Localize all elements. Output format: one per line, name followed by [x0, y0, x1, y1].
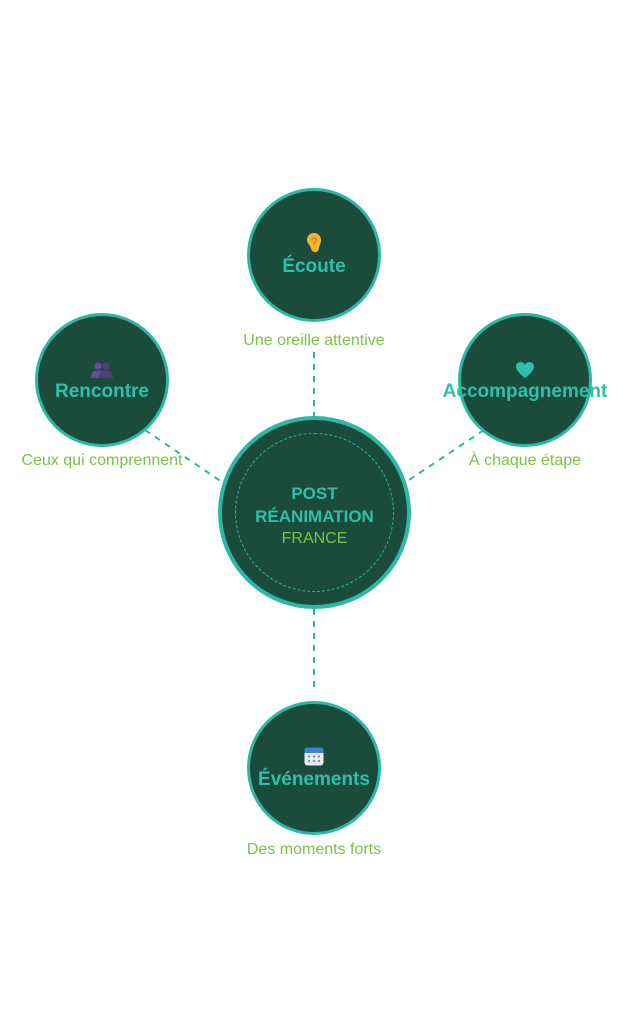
heart-icon [515, 357, 535, 379]
center-subtitle: FRANCE [281, 529, 348, 547]
caption-ecoute: Une oreille attentive [243, 332, 385, 349]
node-accompagnement[interactable]: Accompagnement [443, 313, 607, 447]
node-title-evenements: Événements [258, 769, 370, 790]
node-ecoute[interactable]: Écoute [247, 188, 381, 322]
connector-rencontre [144, 429, 223, 483]
ear-icon [305, 232, 323, 254]
people-icon [90, 357, 114, 379]
connector-accompagnement [405, 429, 485, 483]
center-title-line2: RÉANIMATION [255, 506, 374, 526]
caption-rencontre: Ceux qui comprennent [21, 452, 183, 469]
center-dashed-ring [235, 433, 394, 592]
caption-evenements: Des moments forts [246, 841, 382, 858]
node-title-rencontre: Rencontre [55, 381, 149, 402]
center-node[interactable]: POST RÉANIMATION FRANCE [218, 416, 411, 609]
node-title-ecoute: Écoute [282, 256, 346, 277]
center-title-line1: POST [291, 483, 338, 503]
node-rencontre[interactable]: Rencontre [35, 313, 169, 447]
caption-accompagnement: À chaque étape [468, 452, 582, 469]
node-title-accompagnement: Accompagnement [442, 381, 608, 402]
node-evenements[interactable]: Événements [247, 701, 381, 835]
calendar-icon [303, 745, 325, 767]
